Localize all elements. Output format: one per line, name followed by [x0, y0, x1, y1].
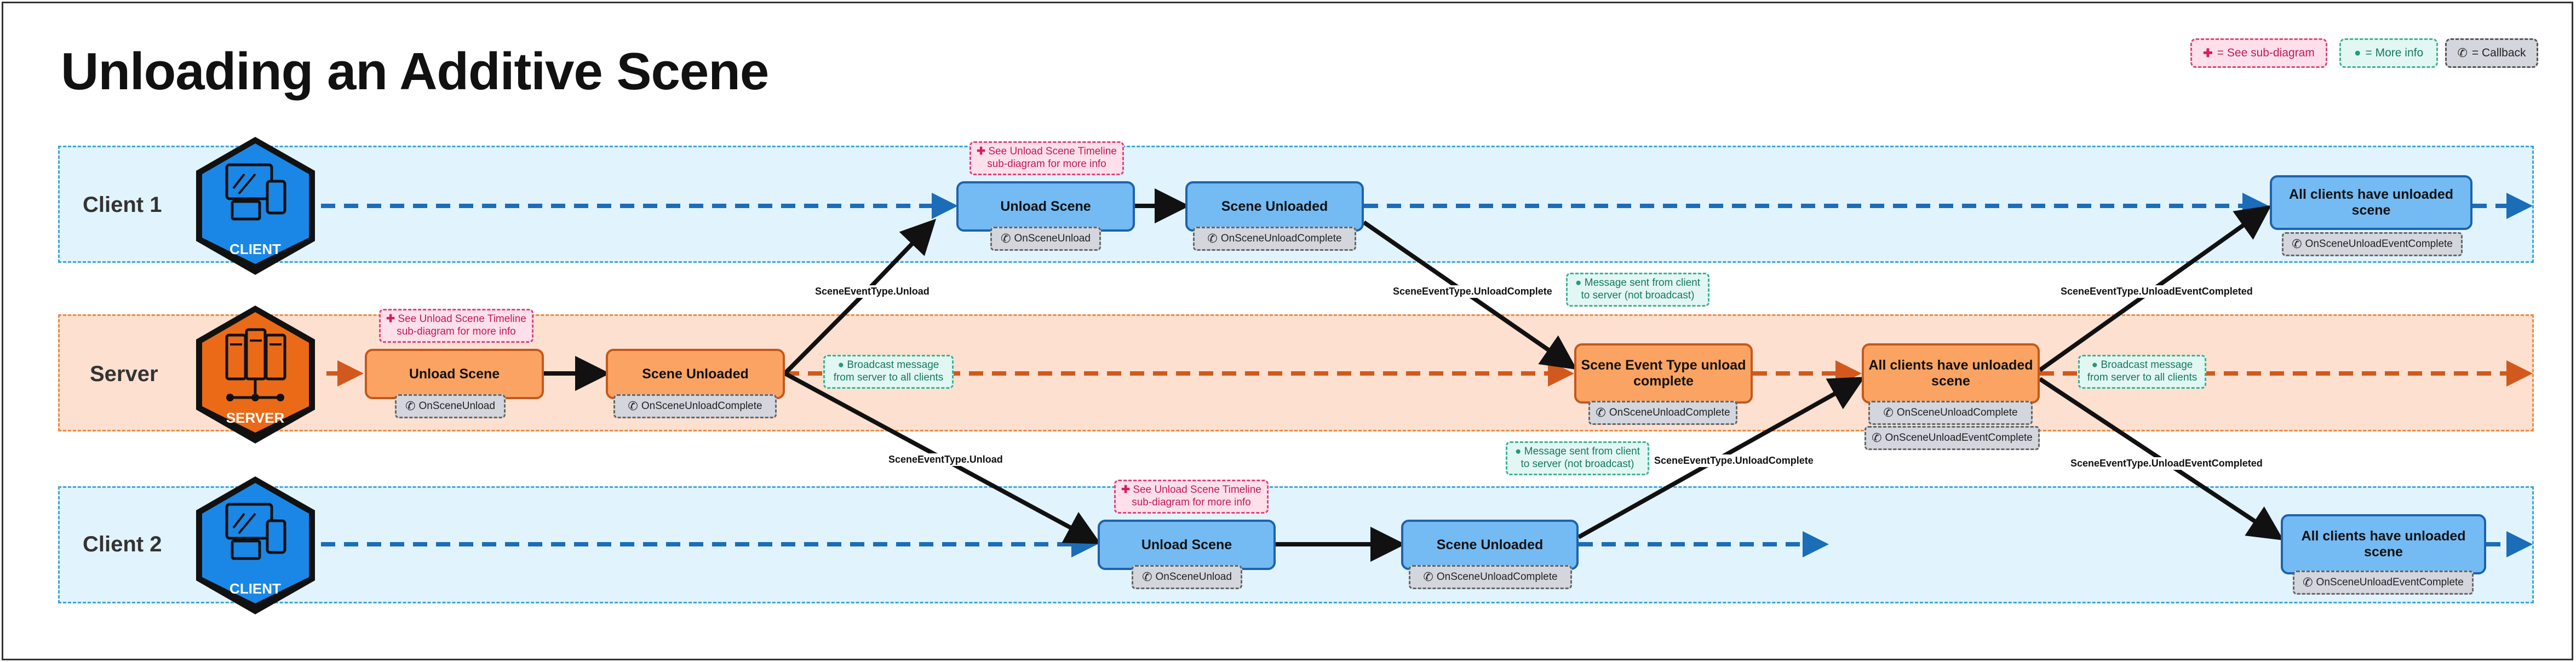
broadcast-note-2: ● Broadcast message from server to all c…	[2078, 355, 2206, 389]
server-all-unloaded-node: All clients have unloaded scene	[1862, 343, 2040, 404]
edge-label-client1-to-server: SceneEventType.UnloadComplete	[1391, 285, 1554, 298]
client2-scene-unloaded-node: Scene Unloaded	[1401, 520, 1579, 570]
server-scene-unloaded-node: Scene Unloaded	[606, 349, 785, 399]
server-scene-event-unload-complete-node: Scene Event Type unload complete	[1574, 343, 1753, 404]
svg-text:CLIENT: CLIENT	[230, 580, 281, 597]
lightbulb-icon: ●	[1575, 277, 1582, 289]
client2-unload-callback: ✆OnSceneUnload	[1132, 565, 1242, 589]
client2-avatar: CLIENT	[194, 474, 317, 617]
client2-lane-label: Client 2	[83, 532, 162, 556]
phone-callback-icon: ✆	[2457, 46, 2468, 60]
client2-unloaded-callback: ✆OnSceneUnloadComplete	[1409, 565, 1572, 589]
edge-label-server-to-client2: SceneEventType.Unload	[886, 453, 1005, 466]
flow-server-to-client1-unload	[783, 218, 937, 375]
phone-callback-icon: ✆	[405, 399, 416, 413]
server-sub-diagram-note: ✚ See Unload Scene Timeline sub-diagram …	[379, 309, 533, 343]
server-event-complete-callback: ✆OnSceneUnloadComplete	[1588, 401, 1737, 425]
server-unloaded-callback: ✆OnSceneUnloadComplete	[613, 394, 777, 418]
server-all-unloaded-callback-1: ✆OnSceneUnloadComplete	[1868, 401, 2033, 425]
server-unload-callback: ✆OnSceneUnload	[395, 394, 506, 418]
legend-more-info: ● = More info	[2339, 38, 2438, 68]
server-all-unloaded-callback-2: ✆OnSceneUnloadEventComplete	[1864, 426, 2040, 450]
server-unload-scene-node: Unload Scene	[365, 349, 544, 399]
client1-message-note: ● Message sent from client to server (no…	[1566, 273, 1709, 307]
phone-callback-icon: ✆	[1596, 406, 1606, 419]
lightbulb-icon: ●	[2354, 47, 2361, 59]
phone-callback-icon: ✆	[1872, 431, 1882, 445]
phone-callback-icon: ✆	[1207, 232, 1218, 245]
client2-message-note: ● Message sent from client to server (no…	[1506, 441, 1649, 475]
broadcast-note-1: ● Broadcast message from server to all c…	[823, 355, 954, 389]
server-avatar: SERVER	[194, 303, 317, 446]
legend-callback: ✆ = Callback	[2445, 38, 2538, 68]
lightbulb-icon: ●	[837, 359, 845, 371]
legend-sub-diagram: ✚ = See sub-diagram	[2190, 38, 2327, 68]
client1-all-unloaded-callback: ✆OnSceneUnloadEventComplete	[2282, 232, 2463, 256]
svg-text:CLIENT: CLIENT	[230, 241, 281, 257]
plus-icon: ✚	[386, 313, 395, 325]
phone-callback-icon: ✆	[2303, 575, 2313, 589]
client1-sub-diagram-note: ✚ See Unload Scene Timeline sub-diagram …	[969, 141, 1124, 175]
client1-avatar: CLIENT	[194, 135, 317, 277]
client2-all-unloaded-node: All clients have unloaded scene	[2281, 514, 2486, 574]
client2-all-unloaded-callback: ✆OnSceneUnloadEventComplete	[2293, 571, 2474, 595]
edge-label-server-to-client1: SceneEventType.Unload	[813, 285, 932, 298]
phone-callback-icon: ✆	[1883, 406, 1894, 419]
plus-icon: ✚	[1121, 484, 1131, 496]
phone-callback-icon: ✆	[628, 399, 638, 413]
edge-label-client2-to-server: SceneEventType.UnloadComplete	[1652, 454, 1816, 467]
phone-callback-icon: ✆	[1001, 232, 1011, 245]
client1-unload-callback: ✆OnSceneUnload	[990, 227, 1101, 251]
client1-unload-scene-node: Unload Scene	[956, 181, 1135, 232]
svg-text:SERVER: SERVER	[226, 410, 285, 426]
client1-lane-label: Client 1	[83, 193, 162, 217]
plus-icon: ✚	[2203, 47, 2213, 60]
server-lane-label: Server	[90, 362, 158, 386]
client1-scene-unloaded-node: Scene Unloaded	[1185, 181, 1364, 232]
lightbulb-icon: ●	[2091, 359, 2098, 371]
edge-label-server-to-client1-event: SceneEventType.UnloadEventCompleted	[2058, 285, 2255, 298]
phone-callback-icon: ✆	[1142, 570, 1152, 584]
lightbulb-icon: ●	[1515, 446, 1522, 457]
diagram-title: Unloading an Additive Scene	[61, 42, 769, 101]
client2-unload-scene-node: Unload Scene	[1098, 520, 1276, 570]
phone-callback-icon: ✆	[1423, 570, 1433, 584]
client1-all-unloaded-node: All clients have unloaded scene	[2270, 175, 2472, 230]
phone-callback-icon: ✆	[2292, 237, 2302, 251]
client1-unloaded-callback: ✆OnSceneUnloadComplete	[1193, 227, 1356, 251]
plus-icon: ✚	[977, 146, 986, 157]
client2-sub-diagram-note: ✚ See Unload Scene Timeline sub-diagram …	[1114, 480, 1269, 514]
edge-label-server-to-client2-event: SceneEventType.UnloadEventCompleted	[2068, 457, 2265, 470]
